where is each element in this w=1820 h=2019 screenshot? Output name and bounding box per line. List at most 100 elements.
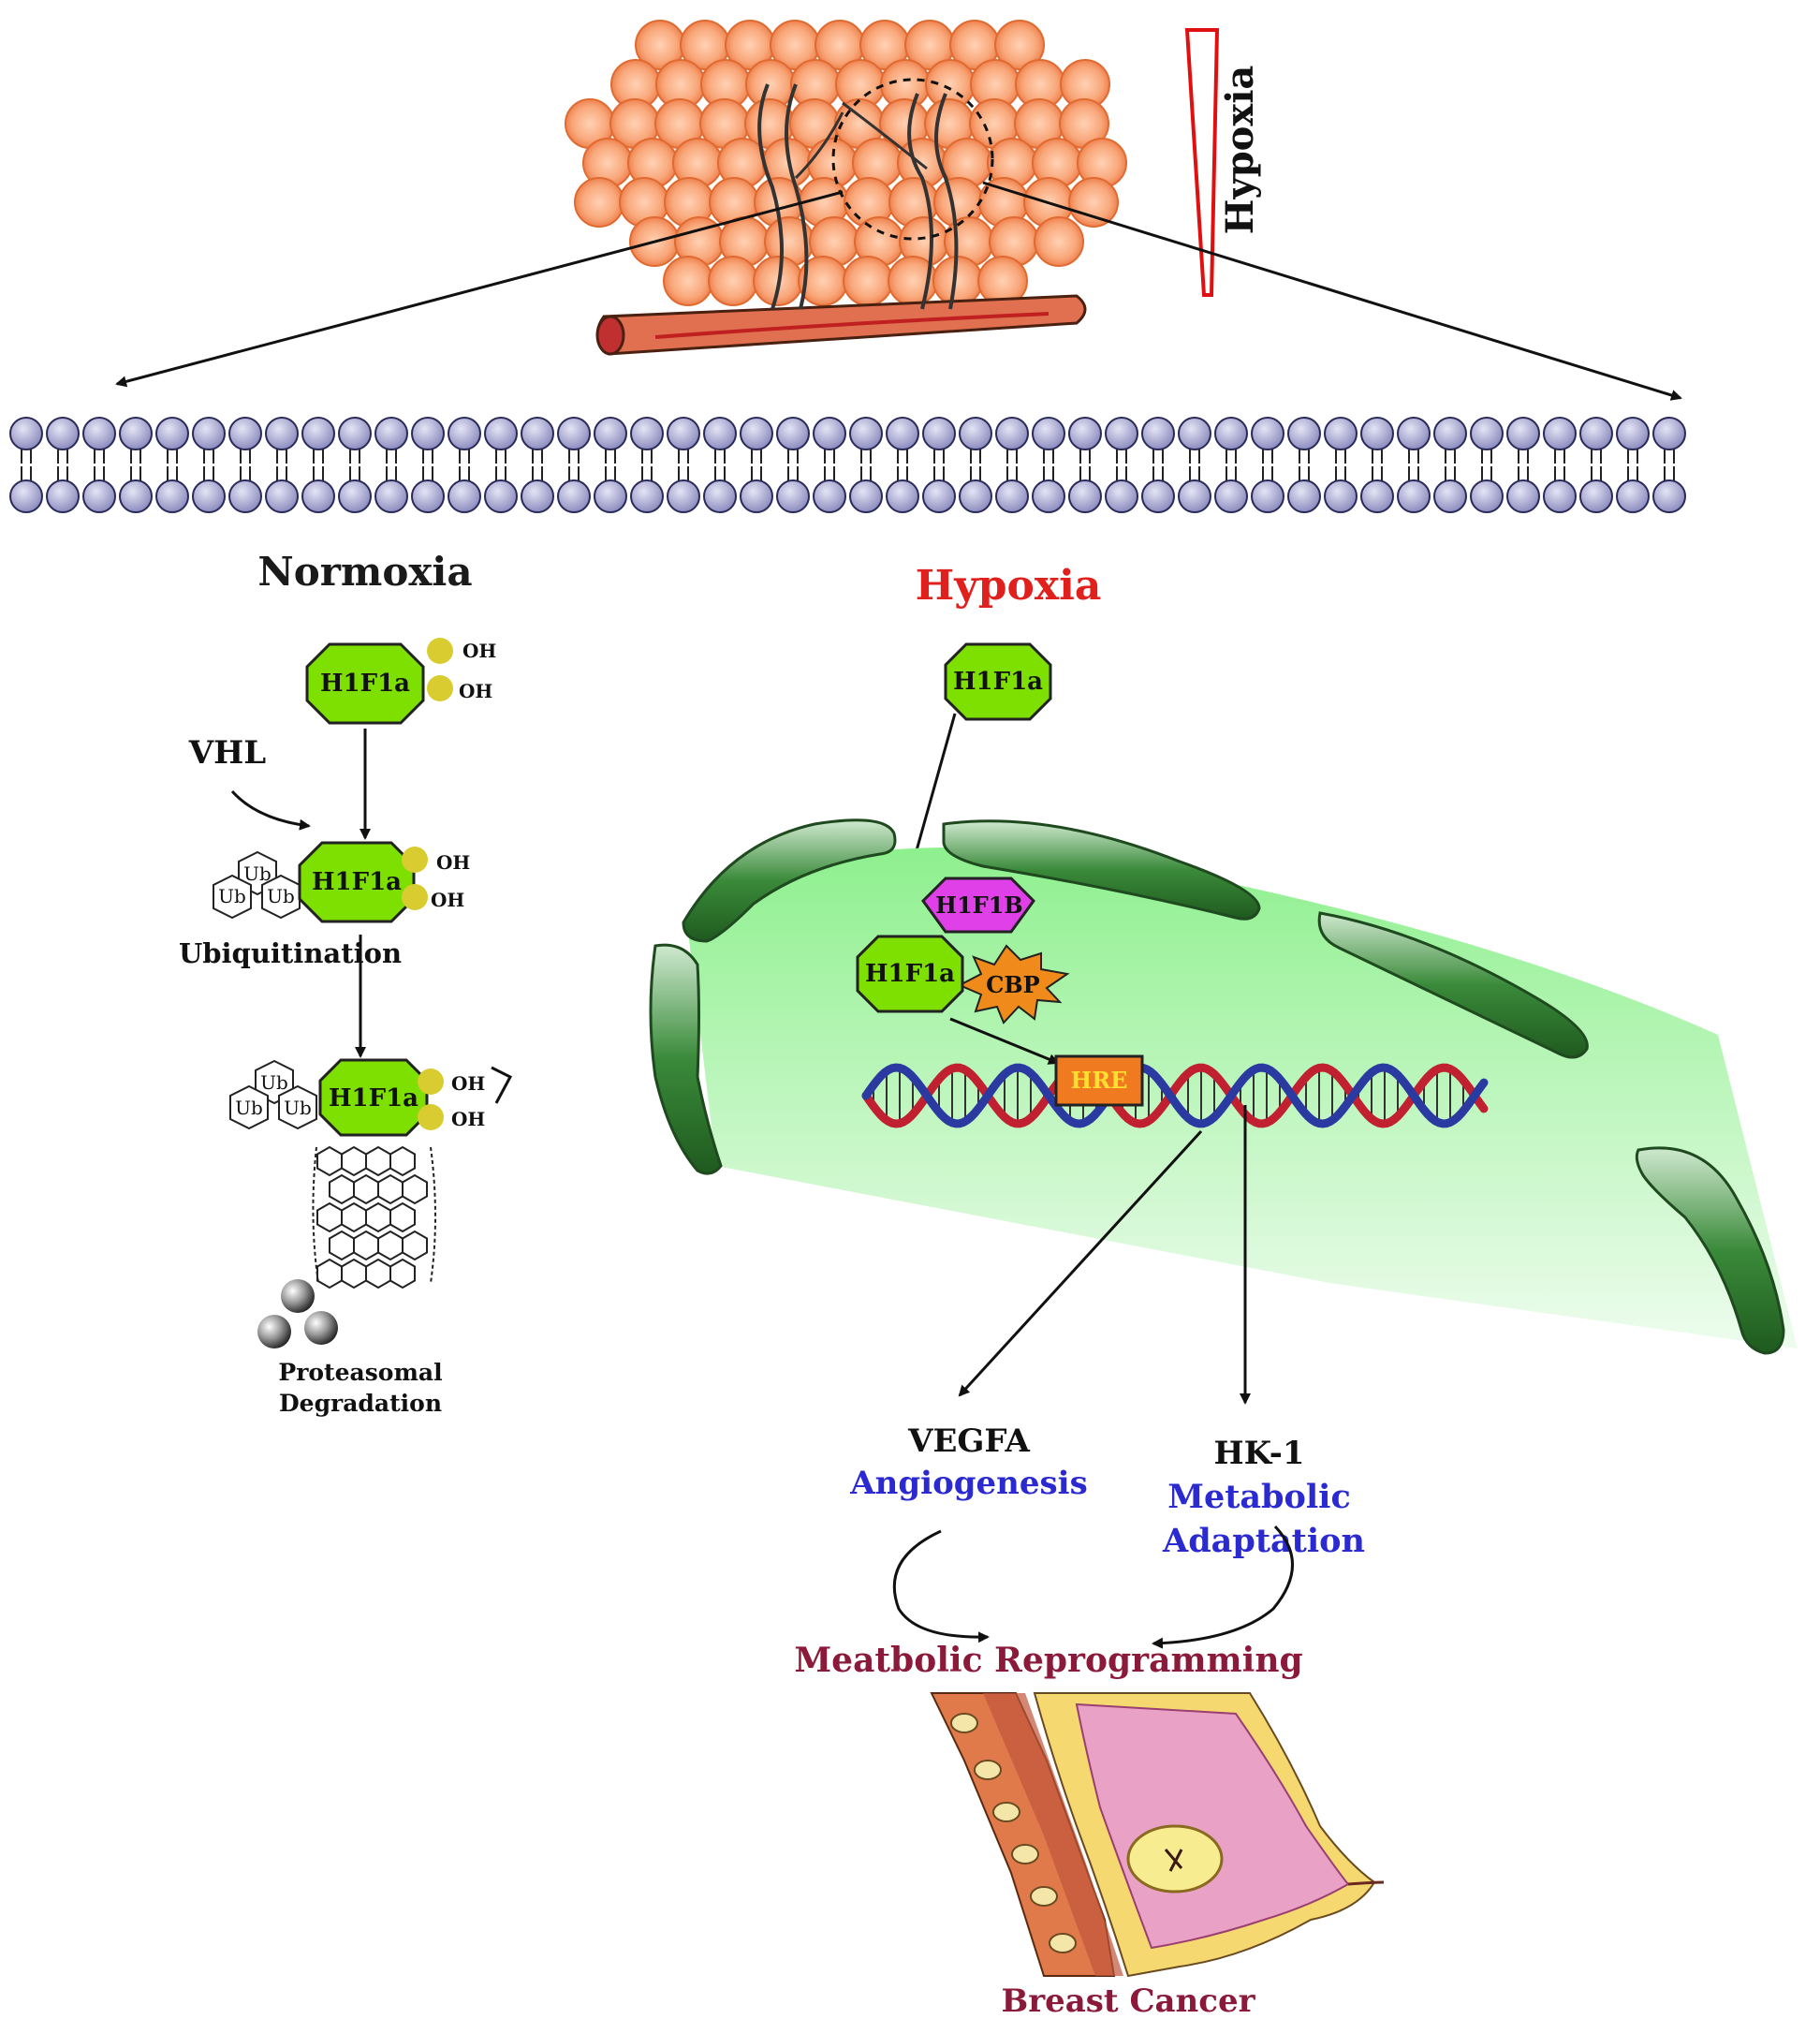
lipid-head [301, 479, 335, 513]
lipid-head [228, 417, 262, 450]
hif1a-label: H1F1a [320, 670, 410, 698]
curved-arrow-left [892, 1529, 990, 1643]
tumor-cell [574, 177, 624, 228]
blood-vessel [595, 294, 1087, 356]
tumor-cell [994, 20, 1045, 70]
ub-hexagon [229, 1084, 269, 1130]
lipid-head [484, 417, 518, 450]
lipid-head [1324, 417, 1358, 450]
lipid-head [1579, 479, 1613, 513]
proteasome-subunit [402, 1230, 428, 1261]
dna-double-helix [861, 1063, 1489, 1128]
hk1-label: HK-1 [1214, 1435, 1305, 1472]
arrow [949, 1017, 1060, 1065]
lipid-head [1506, 417, 1540, 450]
lipid-head [1032, 479, 1065, 513]
lipid-head [411, 417, 445, 450]
lipid-head [228, 479, 262, 513]
lipid-head [265, 479, 299, 513]
metabolic-reprogramming-label: Meatbolic Reprogramming [794, 1641, 1302, 1680]
tumor-cell [932, 256, 983, 306]
hypoxic-region-circle [831, 78, 994, 241]
hydroxyl-label: OH [451, 1108, 485, 1130]
lipid-head [557, 479, 591, 513]
lipid-head [192, 417, 226, 450]
hydroxyl-dot [418, 1068, 444, 1095]
lipid-head [922, 417, 956, 450]
lipid-head [1141, 417, 1175, 450]
lipid-head [1579, 417, 1613, 450]
nuclear-pores [649, 818, 1785, 1355]
lipid-head [1543, 417, 1577, 450]
lipid-head [1397, 479, 1431, 513]
lipid-head [301, 417, 335, 450]
lipid-head [1178, 479, 1211, 513]
lipid-head [557, 417, 591, 450]
lipid-head [1032, 417, 1065, 450]
hydroxyl-label: OH [459, 680, 492, 702]
hydroxyl-dot [418, 1104, 444, 1130]
hydroxyl-label: OH [451, 1072, 485, 1095]
lipid-head [484, 479, 518, 513]
lipid-head [1251, 417, 1284, 450]
lipid-head [82, 417, 116, 450]
proteasome-subunit [389, 1258, 416, 1290]
proteasome-subunit [329, 1173, 355, 1205]
lipid-head [740, 479, 773, 513]
lipid-head [374, 479, 408, 513]
proteasome-subunit [353, 1173, 379, 1205]
degradation-label-line2: Degradation [279, 1390, 442, 1417]
lipid-head [155, 417, 189, 450]
cbp-label: CBP [986, 971, 1039, 998]
tumor-cell [1034, 216, 1084, 267]
hydroxyl-dot [427, 638, 453, 664]
degradation-products [257, 1279, 338, 1348]
lipid-head [1470, 417, 1504, 450]
hif1a-ubiquitinated: Ub Ub Ub H1F1a OH OH [213, 841, 470, 923]
lipid-head [1652, 417, 1686, 450]
hre-box: HRE [1054, 1054, 1144, 1107]
lipid-head [703, 479, 737, 513]
lipid-head [594, 417, 627, 450]
lipid-head [1360, 479, 1394, 513]
lipid-head [1178, 417, 1211, 450]
lipid-head [9, 417, 43, 450]
lipid-head [265, 417, 299, 450]
hif1a-hydroxylated: H1F1a OH OH [305, 638, 496, 725]
lipid-head [338, 417, 372, 450]
lipid-head [155, 479, 189, 513]
zoom-arrow-right [982, 181, 1682, 401]
lipid-head [1324, 479, 1358, 513]
lipid-head [594, 479, 627, 513]
lipid-head [338, 479, 372, 513]
ub-hexagon [278, 1084, 317, 1130]
lipid-head [521, 417, 554, 450]
hypoxia-title: Hypoxia [916, 562, 1102, 610]
capillaries [757, 83, 959, 310]
adaptation-label: Adaptation [1162, 1522, 1365, 1560]
proteasome-subunit [365, 1258, 391, 1290]
hif1b [921, 877, 1035, 934]
proteasome-subunit [353, 1230, 379, 1261]
ubiquitination-label: Ubiquitination [179, 937, 402, 969]
proteasome-subunit [316, 1258, 343, 1290]
hif1a-hypoxic [856, 935, 964, 1013]
proteasome-subunit [377, 1230, 404, 1261]
degradation-label-line1: Proteasomal [278, 1359, 442, 1386]
vegfa-label: VEGFA [907, 1422, 1030, 1460]
proteasome-subunit [389, 1201, 416, 1233]
hre-label: HRE [1071, 1067, 1128, 1094]
lipid-head [374, 417, 408, 450]
lipid-head [630, 479, 664, 513]
lipid-head [667, 417, 700, 450]
lipid-head [776, 417, 810, 450]
hif1a-stable: H1F1a [944, 642, 1052, 721]
proteasome [312, 1145, 436, 1290]
nucleus [688, 847, 1798, 1348]
hydroxyl-label: OH [462, 640, 496, 662]
lipid-head [1068, 479, 1102, 513]
lipid-head [521, 479, 554, 513]
lipid-head [119, 417, 153, 450]
lipid-head [1616, 417, 1650, 450]
lipid-head [1470, 479, 1504, 513]
